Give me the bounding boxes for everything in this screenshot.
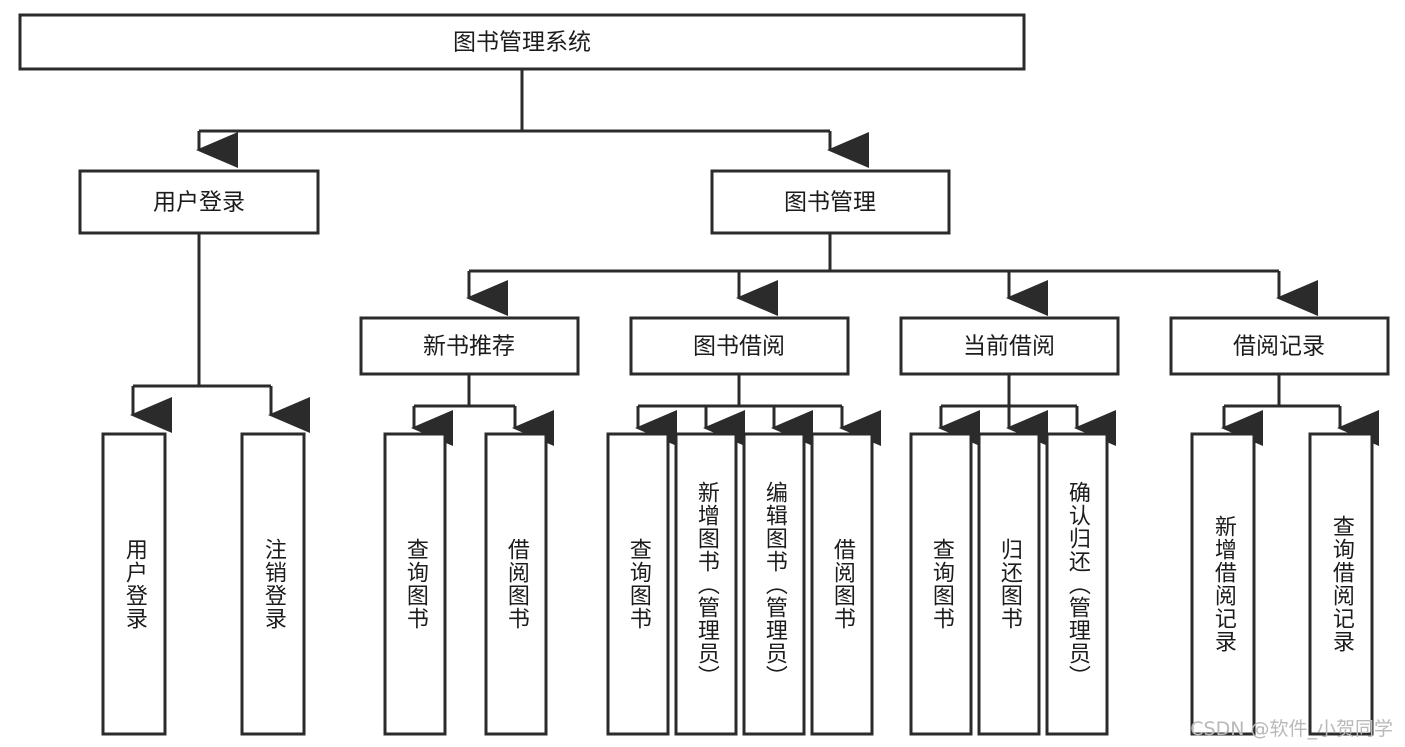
node-root-label: 图书管理系统 (453, 30, 591, 56)
node-book-manage-label: 图书管理 (784, 190, 876, 216)
leaf-box-user-login-1[interactable] (240, 432, 306, 736)
node-new-book-rec[interactable]: 新书推荐 (359, 316, 580, 376)
node-new-book-rec-box (359, 316, 580, 376)
node-new-book-rec-label: 新书推荐 (423, 334, 515, 360)
connector-root-bus (196, 69, 869, 168)
leaf-box-new-book-1[interactable] (484, 432, 548, 736)
node-book-manage[interactable]: 图书管理 (710, 169, 951, 235)
node-book-borrow-label: 图书借阅 (693, 334, 785, 360)
connector-new-book-rec-leaves (411, 374, 554, 446)
node-current-borrow-label: 当前借阅 (963, 334, 1055, 360)
node-current-borrow[interactable]: 当前借阅 (899, 316, 1120, 376)
node-current-borrow-box (899, 316, 1120, 376)
connector-book-manage-bus (466, 233, 1318, 316)
node-user-login[interactable]: 用户登录 (78, 169, 320, 235)
leaf-box-book-borrow-3[interactable] (810, 432, 874, 736)
leaf-box-book-borrow-1[interactable] (674, 432, 738, 736)
connector-book-borrow-leaves (635, 374, 881, 446)
leaf-box-book-borrow-2[interactable] (742, 432, 806, 736)
leaf-box-current-borrow-0[interactable] (909, 432, 973, 736)
leaf-box-borrow-record-1[interactable] (1308, 432, 1374, 736)
leaf-box-book-borrow-0[interactable] (606, 432, 670, 736)
leaf-box-new-book-0[interactable] (383, 432, 447, 736)
leaf-box-user-login-0[interactable] (101, 432, 167, 736)
connector-user-login-leaves (130, 233, 310, 433)
node-root[interactable]: 图书管理系统 (18, 13, 1026, 71)
leaf-box-current-borrow-1[interactable] (977, 432, 1041, 736)
leaf-box-borrow-record-0[interactable] (1190, 432, 1256, 736)
node-root-box (18, 13, 1026, 71)
node-user-login-box (78, 169, 320, 235)
leaf-box-current-borrow-2[interactable] (1045, 432, 1109, 736)
connector-borrow-record-leaves (1221, 374, 1379, 446)
node-borrow-record[interactable]: 借阅记录 (1169, 316, 1390, 376)
node-borrow-record-label: 借阅记录 (1233, 334, 1325, 360)
node-user-login-label: 用户登录 (153, 190, 245, 216)
connector-current-borrow-leaves (938, 374, 1116, 446)
node-book-borrow[interactable]: 图书借阅 (629, 316, 850, 376)
